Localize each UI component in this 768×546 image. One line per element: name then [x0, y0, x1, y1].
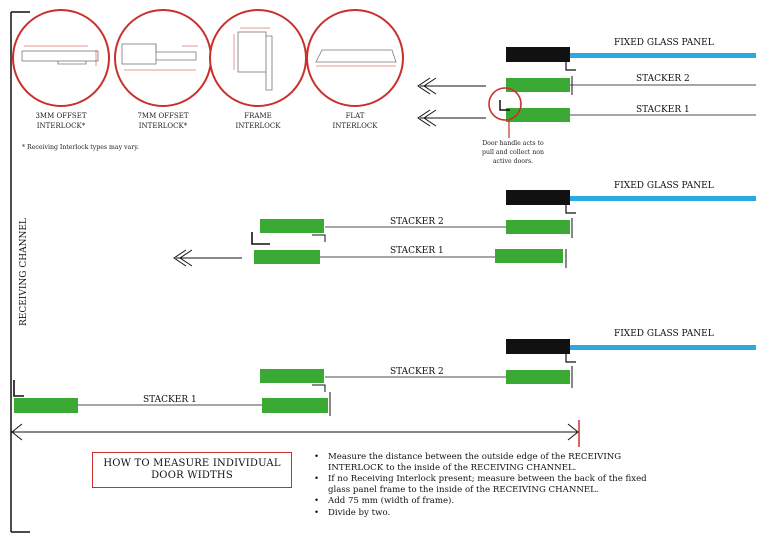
how-to-measure-box: HOW TO MEASURE INDIVIDUAL DOOR WIDTHS [92, 452, 292, 488]
interlock-frame [209, 9, 307, 107]
d2-arrow [173, 249, 242, 267]
receiving-channel-label: RECEIVING CHANNEL [19, 218, 29, 326]
d3-stacker1-label: STACKER 1 [143, 395, 197, 405]
interlock-label-3mm-line2: INTERLOCK* [37, 122, 86, 130]
interlock-label-flat-line2: INTERLOCK [333, 122, 379, 130]
d3-fixed-glass-label: FIXED GLASS PANEL [614, 329, 714, 339]
how-to-line2: DOOR WIDTHS [151, 470, 233, 481]
d1-arrow-upper [417, 77, 486, 95]
d1-stacker1-label: STACKER 1 [636, 105, 690, 115]
measurement-arrow [11, 423, 579, 441]
interlock-7mm-offset [114, 9, 212, 107]
interlock-label-frame-line2: INTERLOCK [236, 122, 282, 130]
receiving-channel-bracket [10, 11, 30, 533]
d2-fixed-glass-label: FIXED GLASS PANEL [614, 181, 714, 191]
interlock-footnote: * Receiving Interlock types may vary. [22, 144, 139, 151]
diagram-1: FIXED GLASS PANEL STACKER 2 STACKER 1 Do… [417, 38, 756, 165]
measurement-steps: •Measure the distance between the outsid… [314, 452, 664, 520]
handle-note-line3: active doors. [493, 158, 533, 165]
d2-stacker1-label: STACKER 1 [390, 246, 444, 256]
interlock-3mm-offset [12, 9, 110, 107]
interlock-label-7mm-line1: 7MM OFFSET [137, 112, 188, 120]
d3-stacker2-label: STACKER 2 [390, 367, 444, 377]
d1-arrow-lower [417, 109, 486, 127]
diagram-2: FIXED GLASS PANEL STACKER 2 STACKER 1 [173, 181, 756, 268]
interlock-label-frame-line1: FRAME [244, 112, 271, 120]
d1-stacker2-label: STACKER 2 [636, 74, 690, 84]
handle-note-line2: pull and collect non [482, 149, 544, 156]
d2-stacker2-label: STACKER 2 [390, 217, 444, 227]
interlock-flat [306, 9, 404, 107]
d1-fixed-glass-label: FIXED GLASS PANEL [614, 38, 714, 48]
interlock-label-3mm-line1: 3MM OFFSET [35, 112, 86, 120]
step-item: •If no Receiving Interlock present; meas… [314, 474, 647, 495]
how-to-line1: HOW TO MEASURE INDIVIDUAL [103, 458, 281, 469]
diagram-3: FIXED GLASS PANEL STACKER 2 STACKER 1 [11, 329, 756, 447]
step-item: •Divide by two. [314, 507, 391, 518]
step-item: •Measure the distance between the outsid… [314, 452, 622, 473]
interlock-label-7mm-line2: INTERLOCK* [139, 122, 188, 130]
step-item: •Add 75 mm (width of frame). [314, 496, 455, 507]
interlock-label-flat-line1: FLAT [346, 112, 365, 120]
handle-note-line1: Door handle acts to [482, 140, 544, 147]
handle-highlight-circle [488, 87, 522, 121]
